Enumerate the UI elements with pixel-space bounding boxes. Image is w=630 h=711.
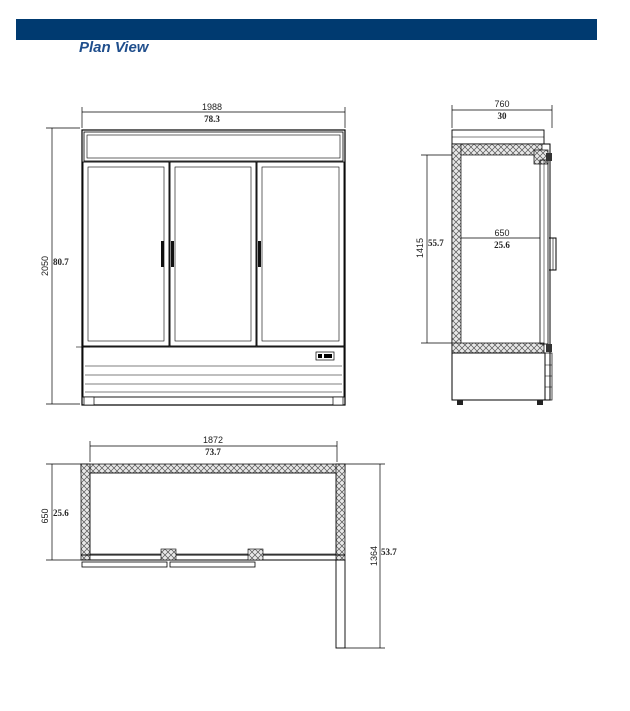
front-height-in: 80.7	[53, 257, 69, 267]
top-depth-dimension: 650 25.6	[40, 463, 81, 561]
side-inner-height-mm: 1415	[415, 238, 425, 258]
side-inner-depth-in: 25.6	[494, 240, 510, 250]
side-depth-in: 30	[498, 111, 508, 121]
side-depth-dimension: 760 30	[451, 99, 553, 128]
front-view: 1988 78.3 2050 80.7	[40, 102, 346, 406]
top-insulation-right	[335, 463, 346, 561]
front-width-dimension: 1988 78.3	[81, 102, 346, 128]
handle-right	[258, 241, 261, 267]
temperature-display	[315, 351, 335, 361]
page-title: Plan View	[79, 39, 149, 56]
top-insulation-back	[80, 463, 346, 474]
header-banner	[16, 19, 597, 40]
front-height-dimension: 2050 80.7	[40, 127, 80, 405]
top-width-dimension: 1872 73.7	[89, 435, 338, 462]
top-depth-in: 25.6	[53, 508, 69, 518]
door-swing-in: 53.7	[381, 547, 397, 557]
front-door-right	[256, 161, 345, 347]
top-width-mm: 1872	[203, 435, 223, 445]
door-swing-dimension: 1364 53.7	[345, 463, 397, 649]
front-width-in: 78.3	[204, 114, 220, 124]
side-inner-depth-dimension: 650 25.6	[461, 228, 540, 250]
front-height-mm: 2050	[40, 256, 50, 276]
open-door	[335, 559, 346, 649]
insulation-bottom	[451, 342, 545, 354]
side-view: 760 30 650 25.6	[415, 99, 557, 405]
front-door-left	[82, 161, 170, 347]
side-inner-height-dimension: 1415 55.7	[415, 154, 452, 344]
side-depth-mm: 760	[494, 99, 509, 109]
top-view: 1872 73.7 650 25.6	[40, 435, 397, 649]
side-inner-depth-mm: 650	[494, 228, 509, 238]
insulation-back	[451, 143, 462, 354]
door-swing-mm: 1364	[369, 546, 379, 566]
front-door-center	[169, 161, 257, 347]
handle-center	[171, 241, 174, 267]
front-width-mm: 1988	[202, 102, 222, 112]
top-depth-mm: 650	[40, 508, 50, 523]
top-width-in: 73.7	[205, 447, 221, 457]
side-inner-height-in: 55.7	[428, 238, 444, 248]
base-grille	[76, 346, 345, 398]
handle-left	[161, 241, 164, 267]
top-insulation-left	[80, 463, 91, 561]
insulation-top	[451, 143, 543, 156]
